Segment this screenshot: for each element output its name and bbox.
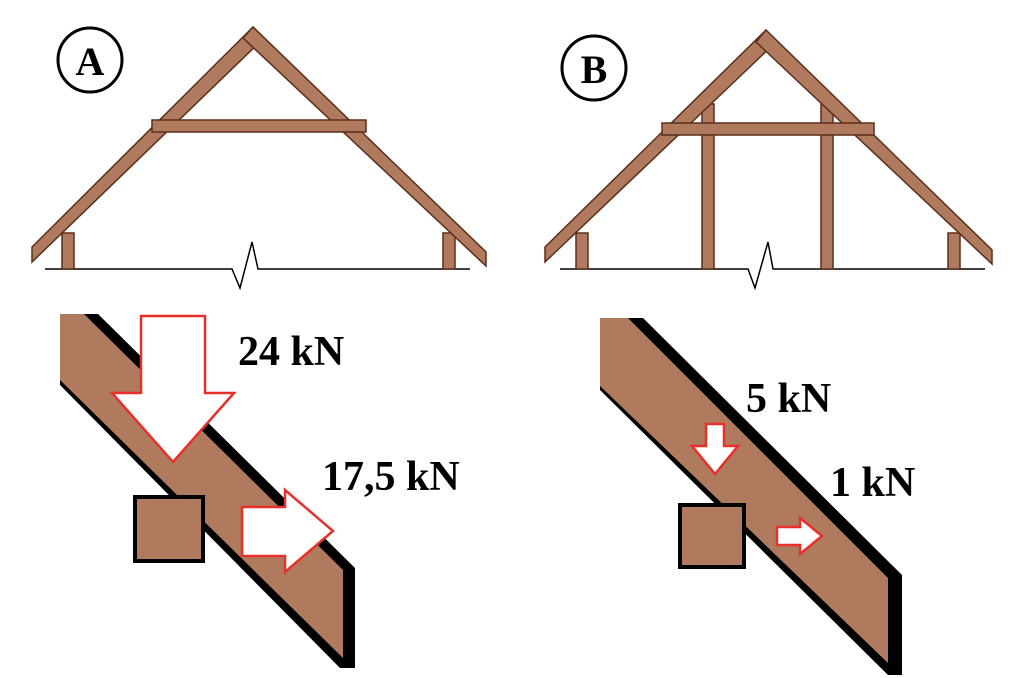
panel-b-right-post (947, 232, 961, 270)
panel-b-vertical-force-label: 5 kN (746, 376, 831, 422)
panel-a-right-rafter (241, 25, 487, 268)
panel-a-horizontal-force-label: 17,5 kN (322, 454, 460, 500)
panel-b-badge-text: B (581, 47, 608, 92)
panel-a-horizontal-force-arrow (240, 487, 335, 575)
panel-b-badge: B (560, 34, 628, 102)
panel-a-vertical-force-label: 24 kN (238, 329, 344, 375)
panel-a-vertical-force-arrow (109, 314, 237, 464)
panel-b-vertical-force-arrow (689, 422, 741, 476)
panel-a-badge-text: A (76, 39, 105, 84)
panel-a-detail: 24 kN 17,5 kN (60, 314, 460, 668)
panel-a-badge: A (56, 26, 124, 94)
panel-a-collar-beam (151, 119, 367, 133)
panel-b-detail-support-block (678, 503, 746, 569)
panel-b-collar-beam (661, 122, 875, 136)
panel-b-horizontal-force-label: 1 kN (830, 460, 915, 506)
panel-a-ground-line (45, 241, 470, 291)
panel-b-ground-line (560, 241, 985, 291)
panel-b-truss: B (544, 28, 993, 291)
panel-b-horizontal-force-arrow (775, 515, 824, 557)
panel-a-detail-support-block (133, 495, 205, 563)
panel-b-left-post (575, 232, 589, 270)
panel-a-truss: A (31, 25, 487, 291)
panel-b-detail: 5 kN 1 kN (600, 318, 915, 675)
panel-b-detail-beam (600, 318, 888, 663)
panel-a-right-post (442, 232, 456, 270)
panel-a-left-post (61, 232, 75, 270)
panel-b-right-rafter (754, 28, 993, 266)
